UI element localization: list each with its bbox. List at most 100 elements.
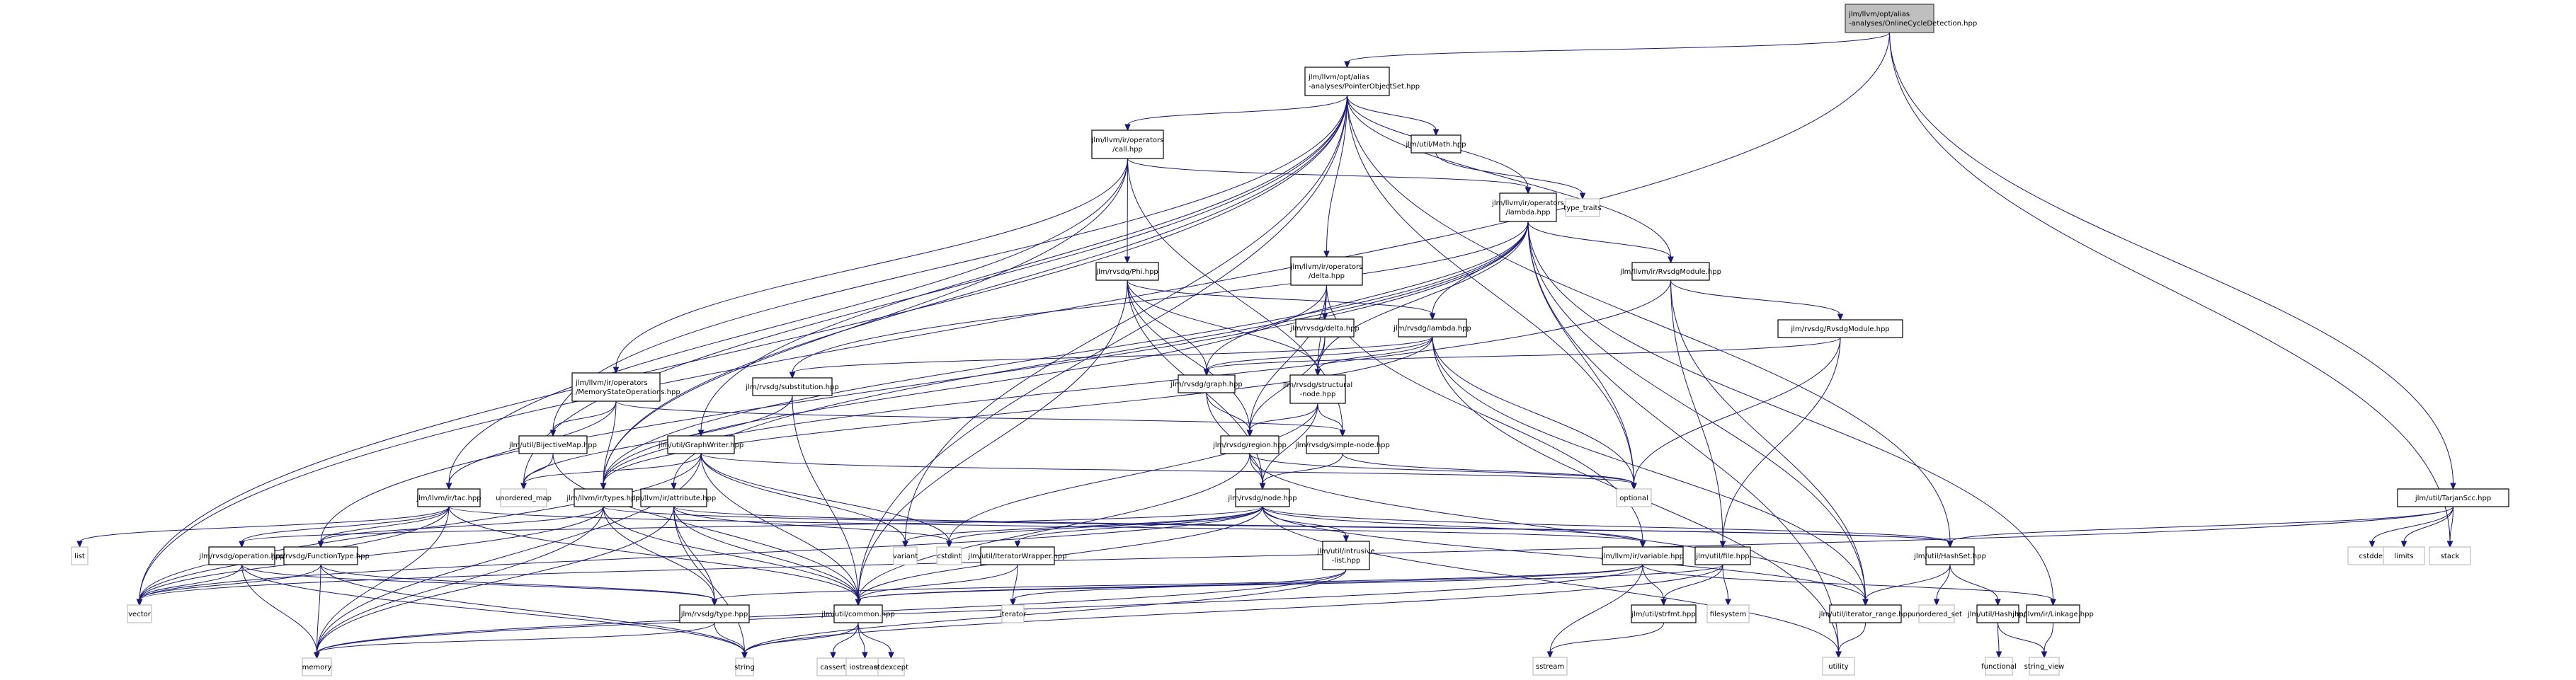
dependency-edge [833, 622, 859, 654]
header-file-node[interactable]: jlm/llvm/opt/alias-analyses/PointerObjec… [1304, 67, 1420, 96]
edge-layer [76, 32, 2456, 659]
header-file-node[interactable]: jlm/rvsdg/Phi.hpp [1095, 262, 1159, 281]
edge-arrowhead [2369, 541, 2376, 548]
header-file-node[interactable]: jlm/llvm/ir/variable.hpp [1601, 546, 1684, 565]
dependency-edge [1013, 564, 1018, 601]
node-box [2026, 604, 2080, 623]
edge-arrowhead [1947, 541, 1954, 548]
header-file-node[interactable]: jlm/rvsdg/lambda.hpp [1393, 318, 1471, 338]
node-box [208, 546, 275, 565]
dependency-edge [241, 564, 317, 654]
header-file-node[interactable]: jlm/llvm/ir/operators/call.hpp [1091, 129, 1164, 159]
dependency-edge [1936, 564, 1951, 601]
dependency-edge [241, 506, 1263, 543]
dependency-edge [1347, 95, 1671, 258]
header-file-node[interactable]: jlm/llvm/ir/attribute.hpp [631, 488, 716, 507]
edge-arrowhead [1203, 369, 1210, 376]
node-label: jlm/rvsdg/region.hpp [1212, 442, 1287, 449]
header-file-node[interactable]: jlm/rvsdg/region.hpp [1212, 435, 1287, 454]
dependency-edge [1249, 403, 1318, 432]
header-file-node[interactable]: jlm/llvm/ir/Linkage.hpp [2012, 604, 2094, 623]
header-file-node[interactable]: jlm/util/BijectiveMap.hpp [508, 435, 597, 454]
dependency-edge [320, 506, 450, 543]
header-file-node[interactable]: jlm/rvsdg/delta.hpp [1289, 318, 1360, 338]
header-file-node[interactable]: jlm/util/Hash.hpp [1967, 604, 2028, 623]
header-file-node[interactable]: jlm/llvm/ir/RvsdgModule.hpp [1619, 262, 1721, 281]
header-file-node[interactable]: jlm/rvsdg/node.hpp [1227, 488, 1297, 507]
system-header-node: functional [1981, 657, 2017, 676]
dependency-edge [2403, 506, 2454, 543]
system-header-node: unordered_set [1911, 604, 1962, 623]
header-file-node[interactable]: jlm/util/common.hpp [821, 604, 895, 623]
header-file-node[interactable]: jlm/rvsdg/type.hpp [679, 604, 750, 623]
system-header-node: stdexcept [874, 657, 908, 676]
dependency-edge [448, 506, 859, 601]
dependency-edge [317, 506, 674, 654]
header-file-node[interactable]: jlm/util/intrusive-list.hpp [1316, 541, 1375, 570]
dependency-edge [1249, 336, 1326, 432]
node-label: jlm/rvsdg/structural [1282, 381, 1352, 389]
edge-arrowhead [549, 430, 557, 437]
edge-arrowhead [2400, 541, 2407, 548]
edge-arrowhead [1124, 256, 1131, 264]
header-file-node[interactable]: jlm/llvm/ir/tac.hpp [416, 488, 481, 507]
header-file-node[interactable]: jlm/rvsdg/structural -node.hpp [1282, 374, 1352, 404]
node-label: jlm/util/strfmt.hpp [1631, 611, 1696, 618]
header-file-node[interactable]: jlm/util/file.hpp [1694, 546, 1751, 565]
header-file-node[interactable]: jlm/util/iterator_range.hpp [1818, 604, 1912, 623]
header-file-node[interactable]: jlm/llvm/ir/operators/lambda.hpp [1491, 192, 1564, 222]
header-file-node[interactable]: jlm/rvsdg/simple-node.hpp [1294, 435, 1390, 454]
header-file-node[interactable]: jlm/rvsdg/graph.hpp [1170, 374, 1243, 393]
node-label: jlm/util/iterator_range.hpp [1818, 611, 1912, 618]
node-box [1694, 546, 1751, 565]
node-label: jlm/util/TarjanScc.hpp [2415, 495, 2491, 502]
node-label: unordered_map [496, 495, 552, 502]
node-label: -node.hpp [1300, 391, 1336, 398]
node-label: jlm/llvm/ir/types.hpp [566, 495, 639, 502]
system-header-node: variant [893, 546, 918, 565]
header-file-node[interactable]: jlm/util/HashSet.hpp [1913, 546, 1986, 565]
dependency-edge [317, 564, 321, 654]
dependency-edge [523, 395, 793, 485]
header-file-node[interactable]: jlm/util/GraphWriter.hpp [658, 435, 743, 454]
header-file-node[interactable]: jlm/rvsdg/operation.hpp [198, 546, 285, 565]
header-file-node[interactable]: jlm/llvm/ir/operators/delta.hpp [1290, 256, 1363, 286]
dependency-edge [1347, 95, 1634, 485]
header-file-node[interactable]: jlm/util/strfmt.hpp [1631, 604, 1697, 623]
header-file-node[interactable]: jlm/util/Math.hpp [1405, 134, 1466, 154]
node-box [1829, 604, 1902, 623]
node-box [735, 657, 754, 676]
node-label: stack [2441, 553, 2460, 560]
header-file-node[interactable]: jlm/util/TarjanScc.hpp [2397, 488, 2509, 507]
node-label: jlm/llvm/ir/variable.hpp [1601, 553, 1684, 560]
dependency-edge [1642, 564, 1664, 601]
edge-arrowhead [902, 541, 908, 548]
node-box [1631, 604, 1697, 623]
node-label: jlm/llvm/ir/tac.hpp [416, 495, 481, 502]
node-box [1091, 129, 1164, 159]
header-file-node[interactable]: jlm/rvsdg/substitution.hpp [745, 377, 839, 396]
dependency-edge [1722, 337, 1841, 543]
header-file-node[interactable]: jlm/rvsdg/RvsdgModule.hpp [1777, 319, 1903, 338]
dependency-edge [603, 400, 617, 485]
edge-arrowhead [862, 652, 868, 659]
node-label: /call.hpp [1112, 146, 1143, 154]
node-label: jlm/llvm/opt/alias [1308, 74, 1369, 81]
header-file-node[interactable]: jlm/rvsdg/FunctionType.hpp [271, 546, 370, 565]
dependency-edge [700, 453, 950, 543]
node-box [816, 657, 850, 676]
header-file-node[interactable]: jlm/llvm/ir/operators/MemoryStateOperati… [571, 372, 680, 402]
node-box [1925, 546, 1975, 565]
dependency-edge [1249, 284, 1327, 432]
dependency-edge [1347, 95, 1437, 131]
header-file-node[interactable]: jlm/util/IteratorWrapper.hpp [967, 546, 1067, 565]
node-box [845, 657, 884, 676]
node-label: filesystem [1710, 611, 1746, 618]
dependency-edge [1865, 564, 1951, 601]
dependency-edge [1527, 221, 1839, 653]
dependency-edge [700, 453, 1634, 485]
header-file-node[interactable]: jlm/llvm/ir/types.hpp [566, 488, 640, 507]
edge-arrowhead [1432, 129, 1440, 137]
edge-arrowhead [1837, 313, 1844, 321]
edge-arrowhead [612, 367, 620, 374]
